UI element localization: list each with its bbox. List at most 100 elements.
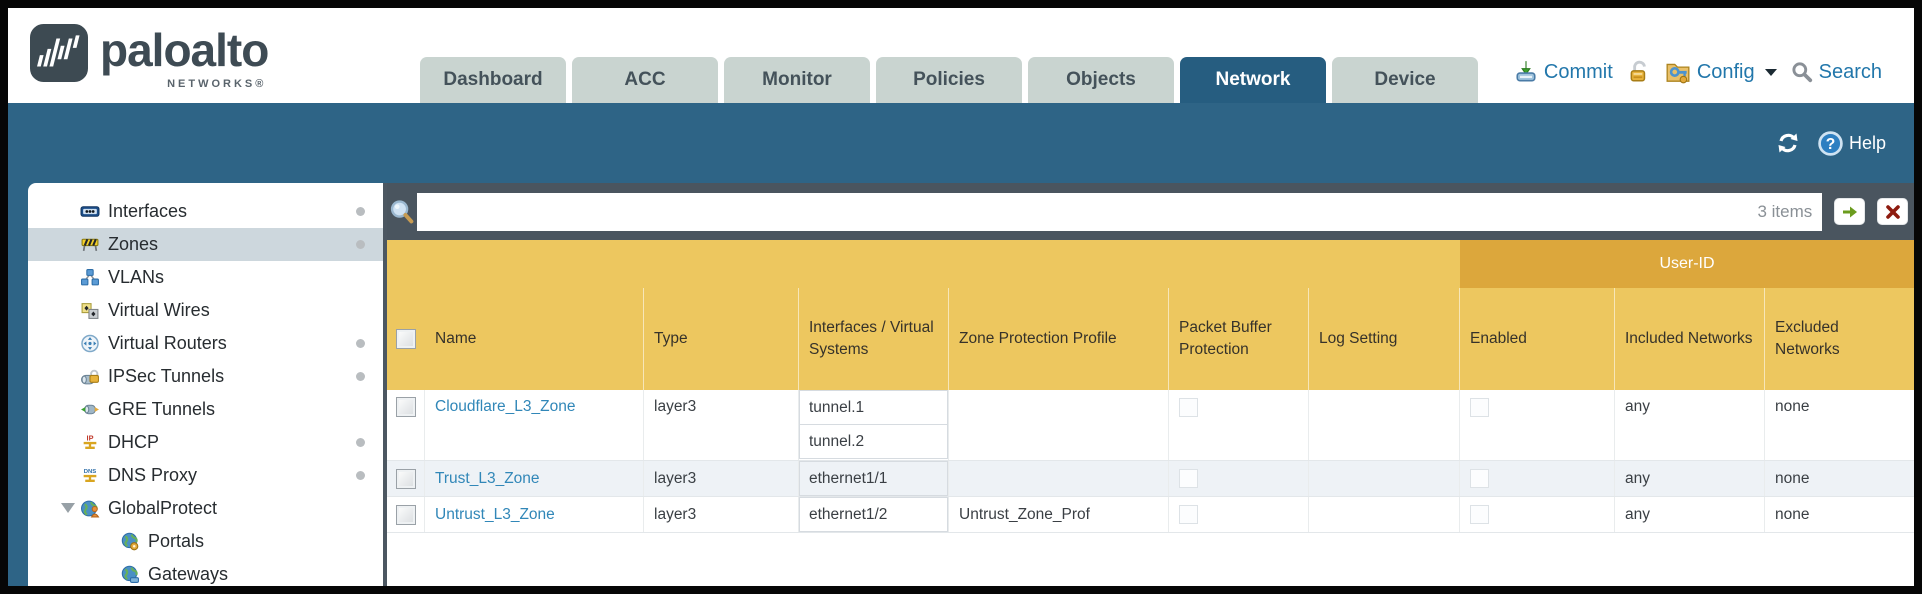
dhcp-icon: IP <box>83 433 97 449</box>
sidebar-item-gre-tunnels[interactable]: GRE Tunnels <box>28 393 383 426</box>
sidebar-item-vlans[interactable]: VLANs <box>28 261 383 294</box>
status-dot <box>356 471 365 480</box>
sidebar-item-label: Virtual Wires <box>108 300 210 320</box>
zone-name-link[interactable]: Untrust_L3_Zone <box>435 505 555 523</box>
column-header-name[interactable]: Name <box>425 288 644 390</box>
refresh-button[interactable] <box>1775 131 1801 155</box>
zone-protection-cell <box>949 461 1169 496</box>
status-dot <box>356 372 365 381</box>
zone-name-link[interactable]: Cloudflare_L3_Zone <box>435 398 576 415</box>
lock-icon <box>1630 60 1646 82</box>
tab-monitor[interactable]: Monitor <box>724 57 870 103</box>
sidebar-item-dns-proxy[interactable]: DNS DNS Proxy <box>28 459 383 492</box>
tab-device[interactable]: Device <box>1332 57 1478 103</box>
sidebar-item-ipsec-tunnels[interactable]: IPSec Tunnels <box>28 360 383 393</box>
included-networks-cell: any <box>1615 461 1765 496</box>
select-all-cell <box>387 288 425 390</box>
status-dot <box>356 240 365 249</box>
main-nav-tabs: Dashboard ACC Monitor Policies Objects N… <box>420 57 1478 103</box>
tab-label: ACC <box>624 69 666 90</box>
sidebar-item-label: IPSec Tunnels <box>108 366 225 386</box>
sidebar-item-label: Zones <box>108 234 159 254</box>
userid-enabled-checkbox[interactable] <box>1470 505 1489 524</box>
sidebar-item-label: DHCP <box>108 432 160 452</box>
tab-policies[interactable]: Policies <box>876 57 1022 103</box>
gateways-icon <box>121 565 139 583</box>
filter-input[interactable] <box>426 201 1758 222</box>
userid-enabled-checkbox[interactable] <box>1470 398 1489 417</box>
lock-button[interactable] <box>1627 60 1651 84</box>
log-setting-cell <box>1309 390 1460 460</box>
row-checkbox[interactable] <box>395 468 416 489</box>
table-row: Cloudflare_L3_Zone layer3 tunnel.1 tunne… <box>387 390 1914 461</box>
interfaces-icon <box>80 206 100 217</box>
sidebar-item-globalprotect[interactable]: GlobalProtect <box>28 492 383 525</box>
red-x-icon <box>1885 204 1900 219</box>
config-dropdown[interactable]: Config <box>1665 60 1777 84</box>
top-actions: Commit Config <box>1514 60 1882 84</box>
sidebar-item-label: Virtual Routers <box>108 333 227 353</box>
included-networks-cell: any <box>1615 497 1765 532</box>
brand-subtitle: NETWORKS® <box>167 78 267 90</box>
packet-buffer-checkbox[interactable] <box>1179 469 1198 488</box>
utility-row: ? Help <box>8 103 1914 183</box>
sidebar-item-label: Portals <box>148 531 205 551</box>
zones-table-header: User-ID Name Type Interfaces / Virtual S… <box>387 240 1914 390</box>
sidebar-item-gateways[interactable]: Gateways <box>28 558 383 586</box>
portals-icon <box>121 532 139 551</box>
column-header-excluded-networks[interactable]: Excluded Networks <box>1775 318 1840 358</box>
content-band: ? Help Interfaces <box>8 103 1914 586</box>
top-header-bar: paloalto NETWORKS® Dashboard ACC Monitor… <box>8 8 1914 103</box>
clear-filter-button[interactable] <box>1877 198 1908 225</box>
tab-network[interactable]: Network <box>1180 57 1326 103</box>
tab-acc[interactable]: ACC <box>572 57 718 103</box>
help-label: Help <box>1848 132 1886 153</box>
row-checkbox[interactable] <box>395 397 416 417</box>
svg-text:?: ? <box>1826 136 1836 153</box>
status-dot <box>356 438 365 447</box>
select-all-checkbox[interactable] <box>396 329 416 349</box>
filter-searchbox: 3 items <box>416 192 1823 231</box>
sidebar-item-virtual-wires[interactable]: Virtual Wires <box>28 294 383 327</box>
apply-filter-button[interactable] <box>1834 198 1866 225</box>
tab-dashboard[interactable]: Dashboard <box>420 57 566 103</box>
sidebar-item-dhcp[interactable]: IP DHCP <box>28 426 383 459</box>
config-label: Config <box>1696 60 1755 83</box>
zone-name-link[interactable]: Trust_L3_Zone <box>435 469 540 487</box>
sidebar-item-zones[interactable]: Zones <box>28 228 383 261</box>
network-sidebar: Interfaces Zones <box>28 183 383 586</box>
interface-item: ethernet1/1 <box>799 461 948 496</box>
expander-triangle-icon[interactable] <box>61 503 75 513</box>
column-group-user-id: User-ID <box>1460 240 1914 288</box>
log-setting-cell <box>1309 497 1460 532</box>
column-header-enabled[interactable]: Enabled <box>1460 288 1615 390</box>
search-icon <box>1792 62 1812 83</box>
search-button[interactable]: Search <box>1791 61 1882 84</box>
packet-buffer-checkbox[interactable] <box>1179 398 1198 417</box>
sidebar-item-portals[interactable]: Portals <box>28 525 383 558</box>
userid-enabled-checkbox[interactable] <box>1470 469 1489 488</box>
commit-button[interactable]: Commit <box>1514 60 1613 84</box>
interface-item: ethernet1/2 <box>799 497 948 532</box>
virtual-wires-icon <box>81 303 99 319</box>
search-label: Search <box>1818 60 1882 83</box>
row-checkbox[interactable] <box>395 504 416 525</box>
column-header-zone-protection-profile[interactable]: Zone Protection Profile <box>949 288 1169 390</box>
column-header-included-networks[interactable]: Included Networks <box>1615 288 1765 390</box>
table-row: Untrust_L3_Zone layer3 ethernet1/2 Untru… <box>387 497 1914 533</box>
log-setting-cell <box>1309 461 1460 496</box>
sidebar-item-interfaces[interactable]: Interfaces <box>28 195 383 228</box>
column-header-packet-buffer-protection[interactable]: Packet Buffer Protection <box>1169 288 1309 390</box>
packet-buffer-checkbox[interactable] <box>1179 505 1198 524</box>
zones-main-panel: 3 items <box>387 183 1914 586</box>
column-header-interfaces[interactable]: Interfaces / Virtual Systems <box>799 288 949 390</box>
help-button[interactable]: ? Help <box>1817 130 1886 157</box>
excluded-networks-cell: none <box>1775 398 1810 415</box>
zone-protection-cell <box>949 390 1169 460</box>
sidebar-item-virtual-routers[interactable]: Virtual Routers <box>28 327 383 360</box>
sidebar-item-label: GlobalProtect <box>108 498 218 518</box>
tab-objects[interactable]: Objects <box>1028 57 1174 103</box>
column-header-log-setting[interactable]: Log Setting <box>1309 288 1460 390</box>
column-header-type[interactable]: Type <box>644 288 799 390</box>
